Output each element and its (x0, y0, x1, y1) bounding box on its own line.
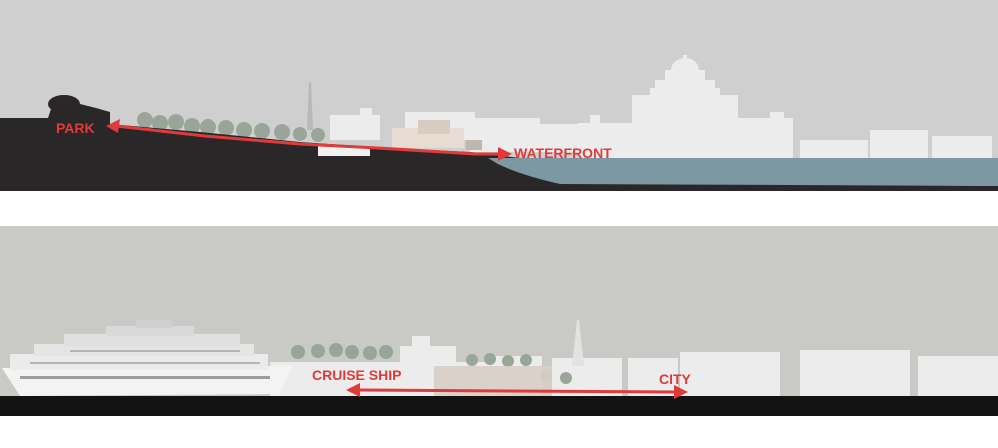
bottom-section: CRUISE SHIP CITY (0, 226, 998, 416)
museum-building (434, 366, 552, 400)
ground (0, 396, 998, 416)
arrow-head-left (346, 383, 360, 397)
observatory-dome (48, 95, 80, 113)
route-arrow-cruise-ship-city (346, 383, 688, 399)
top-section: PARK WATERFRONT (0, 0, 998, 191)
label-cruise-ship: CRUISE SHIP (312, 367, 401, 383)
arrow-head-right (498, 147, 512, 161)
museum-building (392, 120, 482, 150)
ground (0, 96, 998, 191)
tree-row (137, 112, 325, 142)
tree-row (291, 343, 572, 384)
route-arrow-park-waterfront (106, 119, 512, 161)
label-park: PARK (56, 120, 95, 136)
spire (307, 82, 313, 130)
cruise-ship (2, 320, 292, 396)
label-waterfront: WATERFRONT (514, 145, 612, 161)
label-city: CITY (659, 371, 692, 387)
arrow-head-right (674, 385, 688, 399)
underground-pavilion (318, 146, 370, 156)
city-skyline (330, 55, 992, 160)
church-spire (572, 320, 584, 366)
arrow-head-left (106, 119, 120, 133)
bottom-section-drawing: CRUISE SHIP CITY (0, 226, 998, 416)
water (488, 158, 998, 186)
top-section-drawing: PARK WATERFRONT (0, 0, 998, 191)
